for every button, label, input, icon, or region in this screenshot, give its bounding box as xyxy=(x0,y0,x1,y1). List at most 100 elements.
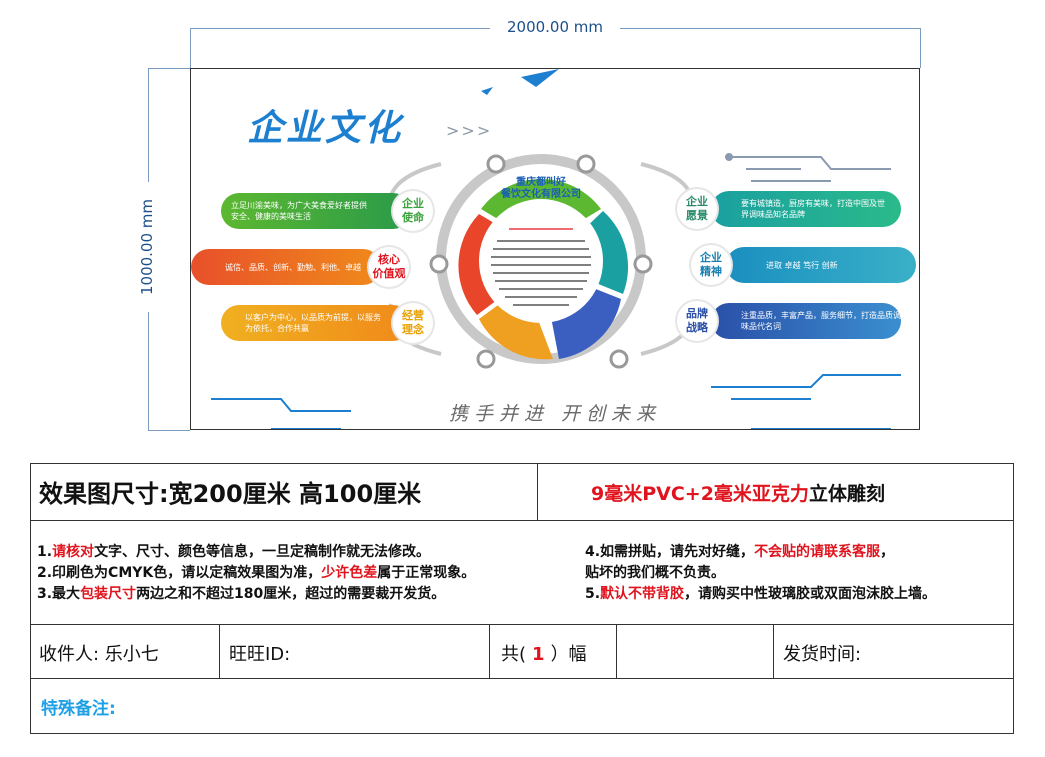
design-board: 企业文化 >>> 重庆都叫好 餐饮文化有限公司 携手并进 开创未来 立足川渝美味… xyxy=(190,68,920,430)
note-run: 默认不带背胶 xyxy=(600,586,685,602)
badge-mission: 企业使命 xyxy=(393,191,433,231)
panel-count-value: 1 xyxy=(532,644,545,665)
circuit-lines-top-right xyxy=(725,153,891,182)
note-run: 少许色差 xyxy=(321,565,378,581)
design-title: 企业文化 xyxy=(247,107,404,149)
segment-orange xyxy=(479,297,553,360)
badge-vision: 企业愿景 xyxy=(677,189,717,229)
width-dimension-tick-left xyxy=(190,28,191,68)
right-pill-strategy: 注重品质，丰富产品，服务细节，打造品质调味品代名词 xyxy=(711,303,901,339)
badge-philosophy: 经营理念 xyxy=(393,303,433,343)
size-value: 宽200厘米 高100厘米 xyxy=(168,480,422,508)
width-dimension-tick-right xyxy=(920,28,921,68)
badge-values-line-1: 核心 xyxy=(378,253,400,266)
badge-spirit-line-1: 企业 xyxy=(700,251,722,264)
panel-count: 共(1）幅 xyxy=(501,640,587,666)
left-pill-philosophy: 以客户为中心，以品质为前提，以服务为依托，合作共赢 xyxy=(221,305,411,341)
panel-count-prefix: 共( xyxy=(501,644,527,665)
paper-plane-icon xyxy=(521,69,559,87)
size-cell: 效果图尺寸:宽200厘米 高100厘米 xyxy=(39,474,421,509)
badge-vision-line-1: 企业 xyxy=(686,195,708,208)
height-dimension-tick-top xyxy=(148,68,190,69)
badge-spirit: 企业精神 xyxy=(691,245,731,285)
height-dimension-tick-bottom xyxy=(148,430,190,431)
spirit-text: 进取 卓越 笃行 创新 xyxy=(766,260,838,270)
note-run: ，请购买中性玻璃胶或双面泡沫胶上墙。 xyxy=(684,586,937,602)
badge-spirit-line-2: 精神 xyxy=(700,265,722,278)
badge-values-line-2: 价值观 xyxy=(372,267,406,280)
note-line: 4.如需拼贴，请先对好缝，不会贴的请联系客服， xyxy=(585,542,936,563)
table-col-divider-row3-c xyxy=(616,624,617,678)
values-text: 诚信、品质、创新、勤勉、利他、卓越 xyxy=(225,262,361,272)
vision-text-line-1: 要有城镇造，厨房有美味，打造中国及世 xyxy=(741,199,885,208)
mission-text-line-1: 立足川渝美味，为广大美食爱好者提供 xyxy=(231,201,367,210)
circuit-lines-bottom xyxy=(211,374,901,429)
company-name-line-1: 重庆都叫好 xyxy=(516,177,566,188)
table-rule-1 xyxy=(31,520,1013,521)
badge-philosophy-line-2: 理念 xyxy=(402,323,424,336)
table-col-divider-row1 xyxy=(537,464,538,520)
order-info-table: 效果图尺寸:宽200厘米 高100厘米 9毫米PVC+2毫米亚克力立体雕刻 1.… xyxy=(30,463,1014,734)
badge-mission-line-2: 使命 xyxy=(402,211,424,224)
ship-time: 发货时间: xyxy=(783,644,862,665)
height-dimension-label: 1000.00 mm xyxy=(138,182,156,312)
segment-blue xyxy=(551,284,621,359)
right-pill-vision: 要有城镇造，厨房有美味，打造中国及世界调味品知名品牌 xyxy=(711,191,901,227)
note-run: 4.如需拼贴，请先对好缝， xyxy=(585,544,755,560)
note-line: 2.印刷色为CMYK色，请以定稿效果图为准，少许色差属于正常现象。 xyxy=(37,563,475,584)
paper-plane-small-icon xyxy=(481,87,493,95)
note-line: 贴坏的我们概不负责。 xyxy=(585,563,936,584)
table-rule-2 xyxy=(31,624,1013,625)
note-run: 属于正常现象。 xyxy=(377,565,476,581)
wangwang-id: 旺旺ID: xyxy=(229,644,291,665)
note-run: 请核对 xyxy=(52,544,95,560)
strategy-text-line-2: 味品代名词 xyxy=(741,322,781,331)
size-label: 效果图尺寸: xyxy=(39,480,169,508)
title-chevrons: >>> xyxy=(446,121,493,140)
badge-values: 核心价值观 xyxy=(369,247,409,287)
slogan: 携手并进 开创未来 xyxy=(449,403,662,425)
note-run: ， xyxy=(880,544,895,560)
strategy-text-line-1: 注重品质，丰富产品，服务细节，打造品质调 xyxy=(741,311,901,320)
company-name-line-2: 餐饮文化有限公司 xyxy=(501,189,581,200)
philosophy-text-line-1: 以客户为中心，以品质为前提，以服务 xyxy=(245,313,381,322)
material-process: 立体雕刻 xyxy=(808,483,885,505)
badge-philosophy-line-1: 经营 xyxy=(402,309,424,322)
badge-strategy: 品牌战略 xyxy=(677,301,717,341)
badge-vision-line-2: 愿景 xyxy=(686,209,708,222)
board-graphics xyxy=(211,69,901,429)
note-run: 3.最大 xyxy=(37,586,81,602)
philosophy-text-line-2: 为依托，合作共赢 xyxy=(245,324,309,333)
note-run: 不会贴的请联系客服 xyxy=(754,544,881,560)
special-remarks-label: 特殊备注: xyxy=(41,699,116,719)
note-line: 5.默认不带背胶，请购买中性玻璃胶或双面泡沫胶上墙。 xyxy=(585,584,936,605)
note-run: 包装尺寸 xyxy=(80,586,137,602)
company-name: 重庆都叫好 餐饮文化有限公司 xyxy=(491,177,591,201)
table-col-divider-row3-d xyxy=(773,624,774,678)
note-line: 3.最大包装尺寸两边之和不超过180厘米，超过的需要裁开发货。 xyxy=(37,584,475,605)
badge-mission-line-1: 企业 xyxy=(402,197,424,210)
note-run: 1. xyxy=(37,544,53,560)
notes-left: 1.请核对文字、尺寸、颜色等信息，一旦定稿制作就无法修改。2.印刷色为CMYK色… xyxy=(37,542,475,605)
left-pill-mission: 立足川渝美味，为广大美食爱好者提供安全、健康的美味生活 xyxy=(221,193,411,229)
material-cell: 9毫米PVC+2毫米亚克力立体雕刻 xyxy=(591,479,885,506)
note-run: 两边之和不超过180厘米，超过的需要裁开发货。 xyxy=(136,586,446,602)
note-run: 贴坏的我们概不负责。 xyxy=(585,565,725,581)
center-disc xyxy=(479,199,603,323)
material-spec: 9毫米PVC+2毫米亚克力 xyxy=(591,483,809,505)
table-col-divider-row3-a xyxy=(219,624,220,678)
note-line: 1.请核对文字、尺寸、颜色等信息，一旦定稿制作就无法修改。 xyxy=(37,542,475,563)
note-run: 2.印刷色为CMYK色，请以定稿效果图为准， xyxy=(37,565,322,581)
table-col-divider-row3-b xyxy=(489,624,490,678)
left-pill-values: 诚信、品质、创新、勤勉、利他、卓越 xyxy=(191,249,381,285)
badge-strategy-line-1: 品牌 xyxy=(686,307,708,320)
badge-strategy-line-2: 战略 xyxy=(686,321,708,334)
mission-text-line-2: 安全、健康的美味生活 xyxy=(231,212,311,221)
table-rule-3 xyxy=(31,678,1013,679)
ring-nodes xyxy=(429,154,653,369)
note-run: 文字、尺寸、颜色等信息，一旦定稿制作就无法修改。 xyxy=(94,544,431,560)
notes-right: 4.如需拼贴，请先对好缝，不会贴的请联系客服， 贴坏的我们概不负责。 5.默认不带… xyxy=(585,542,936,605)
vision-text-line-2: 界调味品知名品牌 xyxy=(741,210,805,219)
note-run: 5. xyxy=(585,586,601,602)
recipient: 收件人: 乐小七 xyxy=(39,644,159,665)
